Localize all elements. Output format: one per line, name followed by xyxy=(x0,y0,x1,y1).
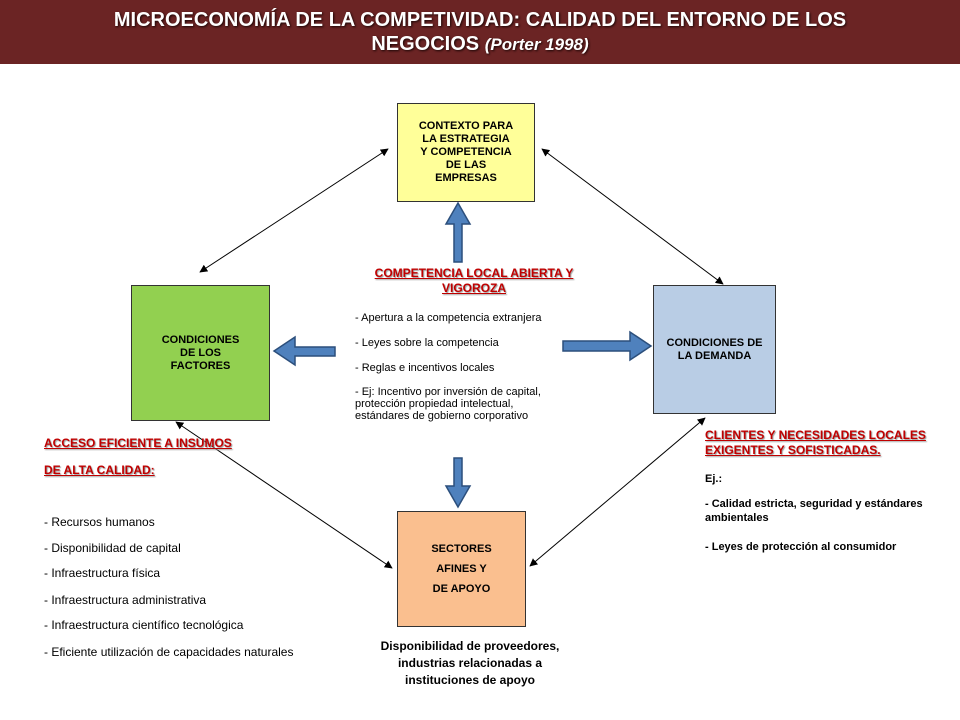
title-line-2: NEGOCIOS (Porter 1998) xyxy=(371,32,588,57)
title-banner: MICROECONOMÍA DE LA COMPETIVIDAD: CALIDA… xyxy=(0,0,960,64)
demand-conditions-label: CONDICIONES DE LA DEMANDA xyxy=(666,336,763,362)
center-heading: COMPETENCIA LOCAL ABIERTA Y VIGOROZA xyxy=(374,266,574,295)
related-sectors-box: SECTORES AFINES Y DE APOYO xyxy=(397,511,526,627)
factor-conditions-label: CONDICIONES DE LOS FACTORES xyxy=(161,333,240,372)
related-sectors-label: SECTORES AFINES Y DE APOYO xyxy=(431,543,492,595)
context-strategy-box: CONTEXTO PARA LA ESTRATEGIA Y COMPETENCI… xyxy=(397,103,535,202)
arrow-left-bottom xyxy=(175,421,393,569)
center-item: - Reglas e incentivos locales xyxy=(355,362,495,374)
left-item: - Recursos humanos xyxy=(44,515,155,529)
block-arrow-up xyxy=(444,201,472,263)
context-strategy-label: CONTEXTO PARA LA ESTRATEGIA Y COMPETENCI… xyxy=(418,120,514,184)
block-arrow-right xyxy=(562,330,653,362)
title-line-1: MICROECONOMÍA DE LA COMPETIVIDAD: CALIDA… xyxy=(113,8,847,31)
left-item: - Infraestructura administrativa xyxy=(44,593,207,607)
left-item: - Eficiente utilización de capacidades n… xyxy=(44,645,294,659)
bottom-caption: Disponibilidad de proveedores, industria… xyxy=(380,639,560,687)
block-arrow-down xyxy=(444,457,472,509)
title-line-2-text: NEGOCIOS xyxy=(371,32,480,55)
left-item: - Disponibilidad de capital xyxy=(44,541,181,555)
title-citation: (Porter 1998) xyxy=(484,34,589,54)
right-heading: CLIENTES Y NECESIDADES LOCALES EXIGENTES… xyxy=(705,428,926,457)
block-arrow-left xyxy=(272,335,336,367)
demand-conditions-box: CONDICIONES DE LA DEMANDA xyxy=(653,285,776,414)
right-item: Ej.: xyxy=(705,473,723,485)
left-item: - Infraestructura física xyxy=(44,566,161,580)
left-item: - Infraestructura científico tecnológica xyxy=(44,618,244,632)
right-item: - Calidad estricta, seguridad y estándar… xyxy=(705,498,923,524)
arrow-top-left xyxy=(199,148,389,273)
arrow-right-bottom xyxy=(529,417,706,567)
right-item: - Leyes de protección al consumidor xyxy=(705,541,897,553)
factor-conditions-box: CONDICIONES DE LOS FACTORES xyxy=(131,285,270,421)
center-item: - Ej: Incentivo por inversión de capital… xyxy=(355,386,541,422)
center-item: - Apertura a la competencia extranjera xyxy=(355,312,542,324)
arrow-top-right xyxy=(541,148,724,285)
left-heading-line-1: ACCESO EFICIENTE A INSUMOS xyxy=(44,436,232,450)
left-heading-line-2: DE ALTA CALIDAD: xyxy=(44,463,155,477)
center-item: - Leyes sobre la competencia xyxy=(355,337,499,349)
